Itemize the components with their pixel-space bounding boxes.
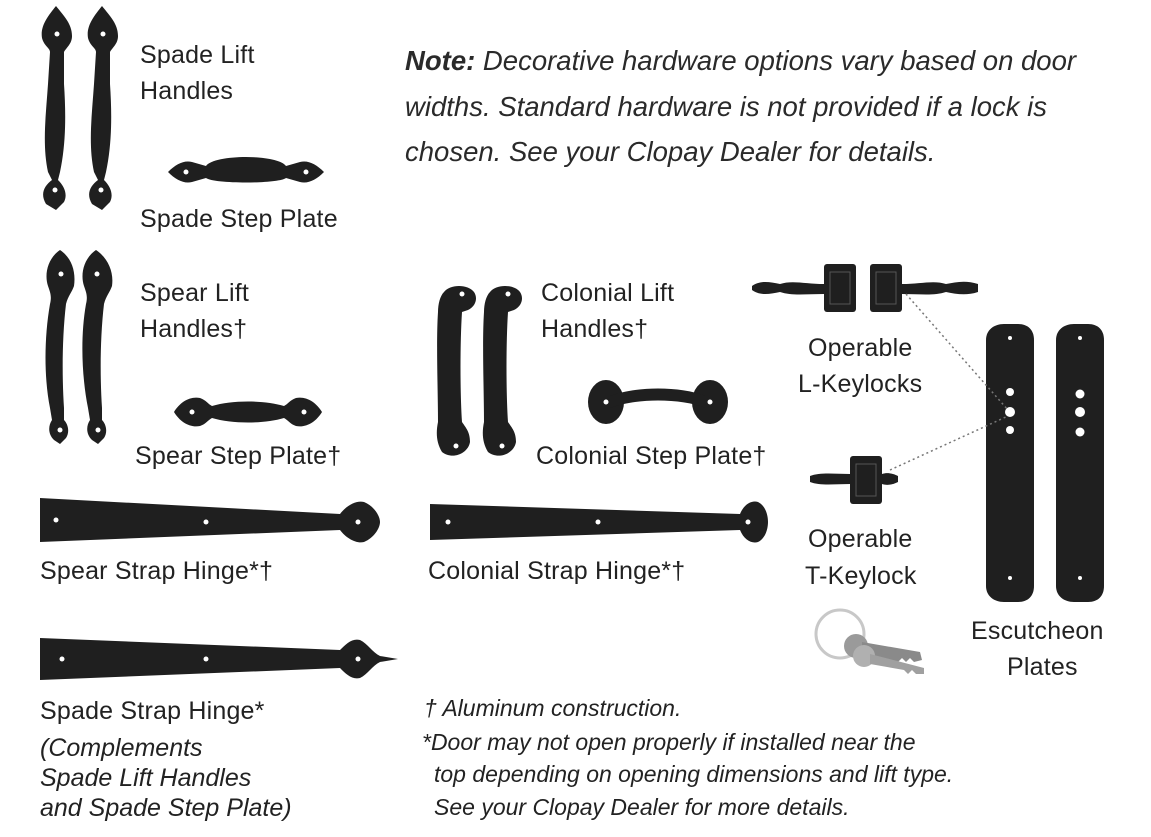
spade-step-plate-image (168, 157, 324, 183)
spear-step-plate-image (174, 397, 322, 427)
t-keylock-label-2: T-Keylock (805, 562, 917, 590)
spade-lift-handles-label-2: Handles (140, 77, 234, 105)
footnote-star-3: See your Clopay Dealer for more details. (434, 794, 850, 820)
note-paragraph: Note: Decorative hardware options vary b… (405, 38, 1105, 175)
colonial-lift-handles-label-1: Colonial Lift (541, 279, 675, 307)
spade-strap-hinge-label: Spade Strap Hinge* (40, 697, 265, 725)
spear-step-plate-label: Spear Step Plate† (135, 442, 342, 470)
footnote-star-2: top depending on opening dimensions and … (434, 761, 954, 787)
t-keylock-image (810, 456, 898, 504)
keys-image (814, 608, 924, 674)
colonial-step-plate-image (588, 380, 728, 424)
l-keylocks-label-2: L-Keylocks (798, 370, 923, 398)
complements-line-3: and Spade Step Plate) (40, 794, 292, 822)
complements-line-2: Spade Lift Handles (40, 764, 252, 792)
complements-note: (Complements Spade Lift Handles and Spad… (40, 733, 292, 823)
complements-line-1: (Complements (40, 734, 203, 762)
colonial-step-plate-label: Colonial Step Plate† (536, 442, 767, 470)
colonial-strap-hinge-image (430, 501, 768, 543)
note-text: Decorative hardware options vary based o… (405, 45, 1077, 167)
l-keylocks-image (752, 264, 978, 312)
escutcheon-plates-label-2: Plates (1007, 653, 1078, 681)
spear-strap-hinge-label: Spear Strap Hinge*† (40, 557, 274, 585)
spear-lift-handles-label-2: Handles† (140, 315, 248, 343)
spear-lift-handles-image (45, 250, 113, 444)
spear-strap-hinge-image (40, 498, 380, 543)
colonial-lift-handles-image (436, 286, 522, 456)
note-lead: Note: (405, 45, 476, 76)
escutcheon-plates-label-1: Escutcheon (971, 617, 1104, 645)
spade-strap-hinge-image (40, 638, 398, 680)
colonial-strap-hinge-label: Colonial Strap Hinge*† (428, 557, 686, 585)
spade-lift-handles-label-1: Spade Lift (140, 41, 255, 69)
l-keylocks-label-1: Operable (808, 334, 913, 362)
spade-lift-handles-image (41, 6, 118, 210)
spade-step-plate-label: Spade Step Plate (140, 205, 338, 233)
footnote-dagger: † Aluminum construction. (424, 695, 682, 721)
escutcheon-plates-image (986, 324, 1104, 602)
spear-lift-handles-label-1: Spear Lift (140, 279, 250, 307)
colonial-lift-handles-label-2: Handles† (541, 315, 649, 343)
footnote-star-1: *Door may not open properly if installed… (422, 729, 916, 755)
t-keylock-label-1: Operable (808, 525, 913, 553)
